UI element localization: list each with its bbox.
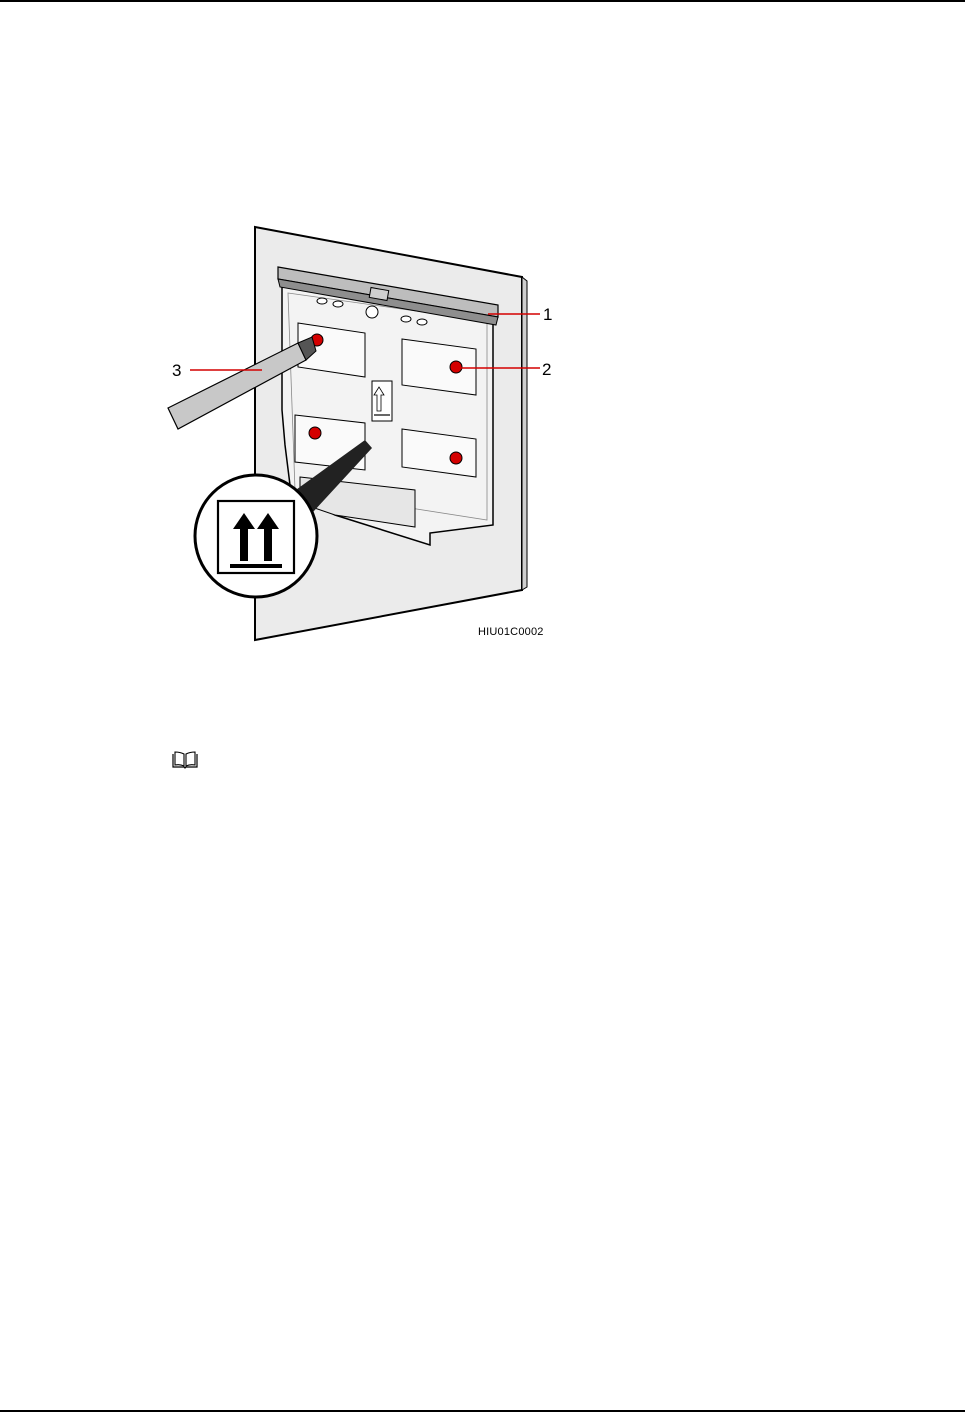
footer-rule bbox=[0, 1410, 965, 1412]
figure-code: HIU01C0002 bbox=[478, 627, 544, 638]
header-rule bbox=[0, 0, 965, 2]
callout-1-label: 1 bbox=[543, 306, 552, 323]
callout-2-label: 2 bbox=[542, 361, 551, 378]
mounting-bracket-figure: 1 2 3 HIU01C0002 bbox=[160, 215, 580, 645]
bracket-illustration bbox=[160, 215, 580, 645]
book-icon bbox=[172, 751, 198, 769]
callout-3-label: 3 bbox=[172, 362, 181, 379]
